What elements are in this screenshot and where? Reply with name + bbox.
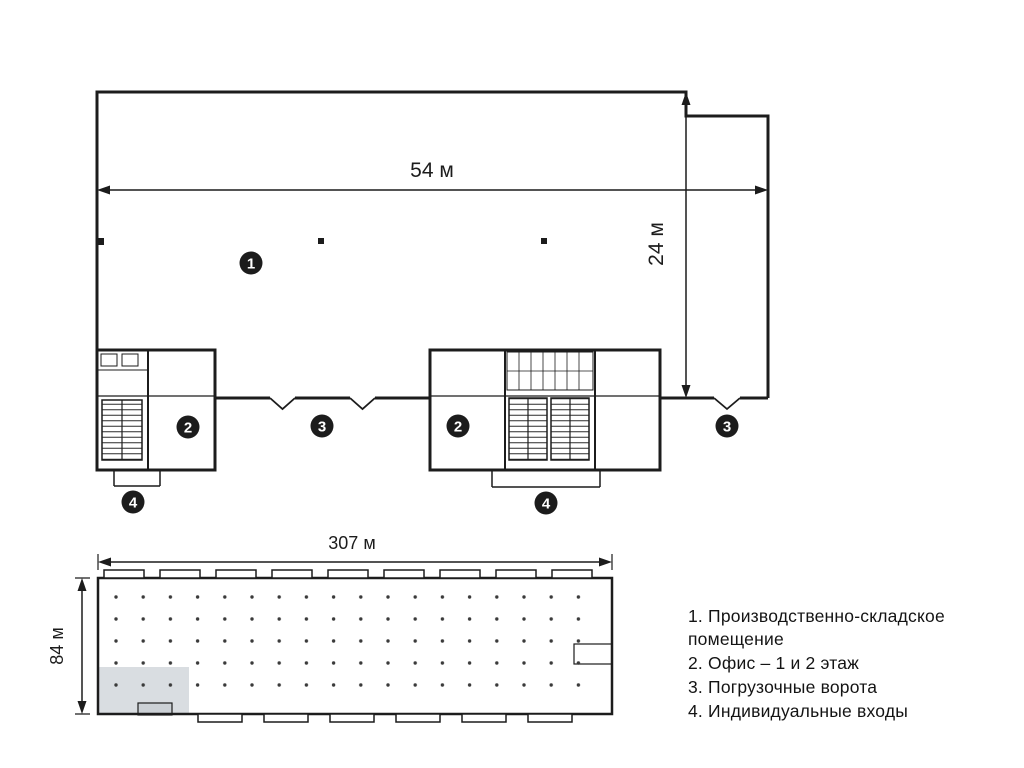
marker-office-middle-label: 2: [454, 419, 462, 436]
office-block-left: [95, 348, 217, 487]
marker-office-left-label: 2: [184, 420, 192, 437]
marker-entrance-left: 4: [121, 490, 145, 514]
loading-gate-doors: [269, 397, 741, 411]
marker-office-left: 2: [176, 415, 200, 439]
marker-gates-right-label: 3: [723, 419, 731, 436]
marker-gates-right: 3: [715, 414, 739, 438]
overview-docks-top: [103, 569, 593, 579]
dimension-84m: 84 м: [47, 577, 90, 715]
dimension-84m-label: 84 м: [47, 627, 67, 664]
office-block-middle: [428, 348, 662, 488]
overview-column-grid: [112, 590, 602, 700]
marker-entrance-middle-label: 4: [542, 496, 551, 513]
legend-item-gates: 3. Погрузочные ворота: [688, 677, 878, 697]
marker-gates-middle: 3: [310, 414, 334, 438]
marker-gates-middle-label: 3: [318, 419, 326, 436]
dimension-54m-label: 54 м: [410, 159, 454, 182]
marker-office-middle: 2: [446, 414, 470, 438]
overview-docks-bottom: [197, 713, 573, 723]
overview-plan: 307 м 84 м: [47, 533, 614, 723]
legend: 1. Производственно-складское помещение 2…: [688, 605, 993, 724]
markers: 1 2 2 3 3: [121, 251, 739, 515]
legend-item-warehouse: 1. Производственно-складское помещение: [688, 606, 945, 649]
legend-item-office: 2. Офис – 1 и 2 этаж: [688, 653, 860, 673]
dimension-24m-label: 24 м: [645, 222, 668, 266]
marker-hall: 1: [239, 251, 263, 275]
detail-plan: 54 м 24 м 1 2: [95, 90, 770, 515]
dimension-54m: 54 м: [97, 159, 768, 195]
dimension-307m: 307 м: [97, 533, 613, 570]
marker-hall-label: 1: [247, 256, 255, 273]
hall-columns: [97, 238, 547, 245]
legend-item-entrances: 4. Индивидуальные входы: [688, 701, 909, 721]
dimension-307m-label: 307 м: [328, 533, 375, 553]
marker-entrance-left-label: 4: [129, 495, 138, 512]
dimension-24m: 24 м: [645, 92, 691, 398]
entrance-porch-left: [113, 470, 161, 487]
entrance-porch-middle: [491, 470, 601, 488]
marker-entrance-middle: 4: [534, 491, 558, 515]
